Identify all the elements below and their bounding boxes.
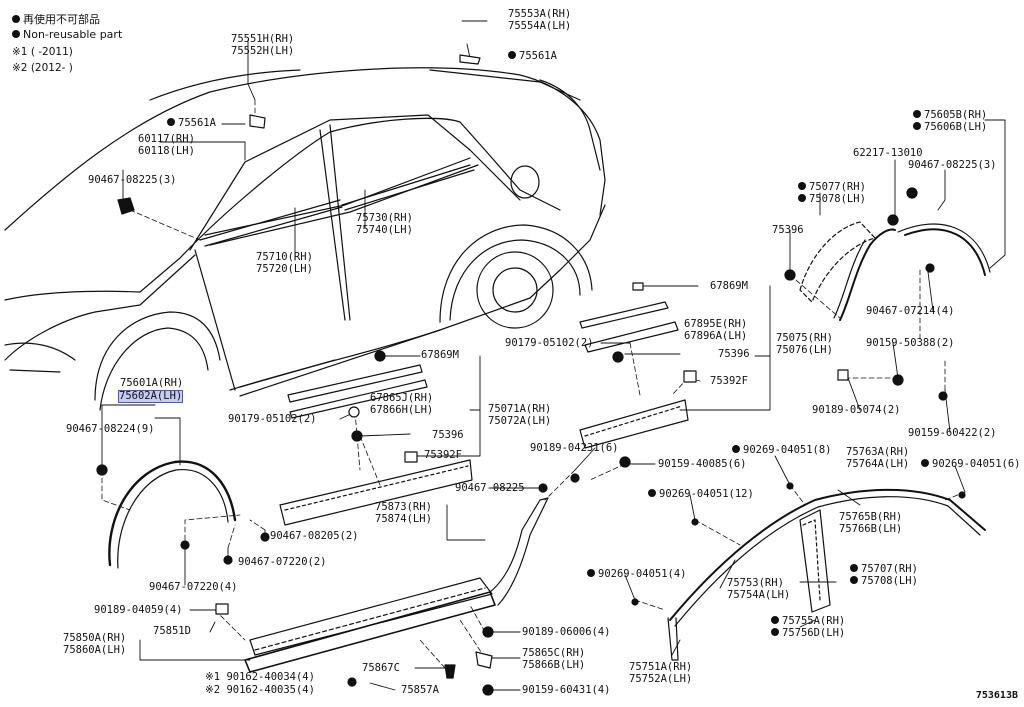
fasteners xyxy=(96,54,966,696)
part-label-75720[interactable]: 75720(LH) xyxy=(256,263,313,275)
part-label-90467-08225-3b[interactable]: 90467-08225(3) xyxy=(908,159,997,171)
part-label-90179-l[interactable]: 90179-05102(2) xyxy=(228,413,317,425)
part-label-75754A[interactable]: 75754A(LH) xyxy=(727,589,791,601)
part-label-75865C[interactable]: 75865C(RH) xyxy=(522,647,586,659)
part-label-75396-rm[interactable]: 75396 xyxy=(718,348,750,360)
part-label-75867C[interactable]: 75867C xyxy=(362,662,400,674)
part-label-75756D[interactable]: 75756D(LH) xyxy=(771,628,845,639)
part-label-90189-04059[interactable]: 90189-04059(4) xyxy=(94,604,183,616)
part-label-67896A[interactable]: 67896A(LH) xyxy=(684,330,748,342)
part-label-90467-08225-3[interactable]: 90467-08225(3) xyxy=(88,174,177,186)
vehicle-body-outline xyxy=(4,67,606,411)
part-label-75730[interactable]: 75730(RH) xyxy=(356,212,413,224)
part-label-90467-08205[interactable]: 90467-08205(2) xyxy=(270,530,359,542)
part-label-62217-13010[interactable]: 62217-13010 xyxy=(853,147,923,159)
part-label-75850A[interactable]: 75850A(RH) xyxy=(63,632,127,644)
part-label-90269-04051-4[interactable]: 90269-04051(4) xyxy=(587,569,687,580)
part-label-90159-40085[interactable]: 90159-40085(6) xyxy=(658,458,747,470)
diagram-code: 753613B xyxy=(975,690,1018,701)
part-label-75071A[interactable]: 75071A(RH) xyxy=(488,403,552,415)
part-label-90269-04051-6[interactable]: 90269-04051(6) xyxy=(921,459,1021,470)
part-label-75076[interactable]: 75076(LH) xyxy=(776,344,833,356)
part-label-67866H[interactable]: 67866H(LH) xyxy=(370,404,434,416)
part-label-75857A[interactable]: 75857A xyxy=(401,684,439,696)
window-frame-mouldings xyxy=(667,488,986,661)
part-label-60117[interactable]: 60117(RH) xyxy=(138,133,195,145)
part-label-90162-40034[interactable]: ※1 90162-40034(4) xyxy=(205,671,315,683)
part-label-75552H[interactable]: 75552H(LH) xyxy=(231,45,295,57)
part-label-75078[interactable]: 75078(LH) xyxy=(798,194,866,205)
part-label-90467-07220-4[interactable]: 90467-07220(4) xyxy=(149,581,238,593)
part-label-75072A[interactable]: 75072A(LH) xyxy=(488,415,552,427)
part-label-90189-06006[interactable]: 90189-06006(4) xyxy=(522,626,611,638)
rocker-panel-left xyxy=(279,364,473,526)
part-label-67895E[interactable]: 67895E(RH) xyxy=(684,318,748,330)
part-label-75602A-selected[interactable]: 75602A(LH) xyxy=(117,390,184,403)
rocker-panel-right xyxy=(579,301,689,449)
part-label-75766B[interactable]: 75766B(LH) xyxy=(839,523,903,535)
part-label-75601A[interactable]: 75601A(RH) xyxy=(120,377,184,389)
part-label-75753[interactable]: 75753(RH) xyxy=(727,577,784,589)
part-label-90159-60431[interactable]: 90159-60431(4) xyxy=(522,684,611,696)
part-label-75077[interactable]: 75077(RH) xyxy=(798,182,866,193)
part-label-90189-04231[interactable]: 90189-04231(6) xyxy=(530,442,619,454)
part-label-75707[interactable]: 75707(RH) xyxy=(850,564,918,575)
part-label-75561A-top[interactable]: 75561A xyxy=(508,51,557,62)
part-label-75765B[interactable]: 75765B(RH) xyxy=(839,511,903,523)
part-label-90159-50388[interactable]: 90159-50388(2) xyxy=(866,337,955,349)
part-label-75710[interactable]: 75710(RH) xyxy=(256,251,313,263)
part-label-90162-40035[interactable]: ※2 90162-40035(4) xyxy=(205,684,315,696)
part-label-75751A[interactable]: 75751A(RH) xyxy=(629,661,693,673)
part-label-75392F-l[interactable]: 75392F xyxy=(424,449,462,461)
part-label-75873[interactable]: 75873(RH) xyxy=(375,501,432,513)
part-label-75396-r[interactable]: 75396 xyxy=(772,224,804,236)
part-label-90189-05074[interactable]: 90189-05074(2) xyxy=(812,404,901,416)
part-label-90179-r[interactable]: 90179-05102(2) xyxy=(505,337,594,349)
part-label-75551H[interactable]: 75551H(RH) xyxy=(231,33,295,45)
part-label-75605B[interactable]: 75605B(RH) xyxy=(913,110,987,121)
part-label-67869M-l[interactable]: 67869M xyxy=(421,349,459,361)
part-label-75866B[interactable]: 75866B(LH) xyxy=(522,659,586,671)
part-label-75554A[interactable]: 75554A(LH) xyxy=(508,20,572,32)
part-label-67865J[interactable]: 67865J(RH) xyxy=(370,392,434,404)
part-label-90159-60422[interactable]: 90159-60422(2) xyxy=(908,427,997,439)
part-label-75851D[interactable]: 75851D xyxy=(153,625,191,637)
part-label-90467-08225-mid[interactable]: 90467-08225 xyxy=(455,482,525,494)
part-label-90467-07220-2[interactable]: 90467-07220(2) xyxy=(238,556,327,568)
part-label-90467-07214[interactable]: 90467-07214(4) xyxy=(866,305,955,317)
legend-nonreusable-en: Non-reusable part xyxy=(12,28,122,41)
lower-rocker-moulding xyxy=(244,497,549,673)
part-label-75553A[interactable]: 75553A(RH) xyxy=(508,8,572,20)
part-label-75708[interactable]: 75708(LH) xyxy=(850,576,918,587)
part-label-75392F-r[interactable]: 75392F xyxy=(710,375,748,387)
part-label-75860A[interactable]: 75860A(LH) xyxy=(63,644,127,656)
part-label-75561A-left[interactable]: 75561A xyxy=(167,118,216,129)
part-label-75764A[interactable]: 75764A(LH) xyxy=(846,458,910,470)
part-label-75752A[interactable]: 75752A(LH) xyxy=(629,673,693,685)
part-label-75606B[interactable]: 75606B(LH) xyxy=(913,122,987,133)
part-label-60118[interactable]: 60118(LH) xyxy=(138,145,195,157)
part-label-75874[interactable]: 75874(LH) xyxy=(375,513,432,525)
part-label-67869M-r[interactable]: 67869M xyxy=(710,280,748,292)
part-label-75763A[interactable]: 75763A(RH) xyxy=(846,446,910,458)
part-label-75075[interactable]: 75075(RH) xyxy=(776,332,833,344)
legend-note-2: ※2 (2012- ) xyxy=(12,62,73,74)
part-label-75740[interactable]: 75740(LH) xyxy=(356,224,413,236)
part-label-75755A[interactable]: 75755A(RH) xyxy=(771,616,845,627)
front-arch-moulding xyxy=(108,460,237,569)
legend-nonreusable-jp: 再使用不可部品 xyxy=(12,11,100,27)
part-label-75396-l[interactable]: 75396 xyxy=(432,429,464,441)
rear-arch-mouldings xyxy=(799,221,991,321)
part-label-90467-08224[interactable]: 90467-08224(9) xyxy=(66,423,155,435)
part-label-90269-04051-12[interactable]: 90269-04051(12) xyxy=(648,489,754,500)
legend-note-1: ※1 ( -2011) xyxy=(12,46,73,58)
part-label-90269-04051-8[interactable]: 90269-04051(8) xyxy=(732,445,832,456)
